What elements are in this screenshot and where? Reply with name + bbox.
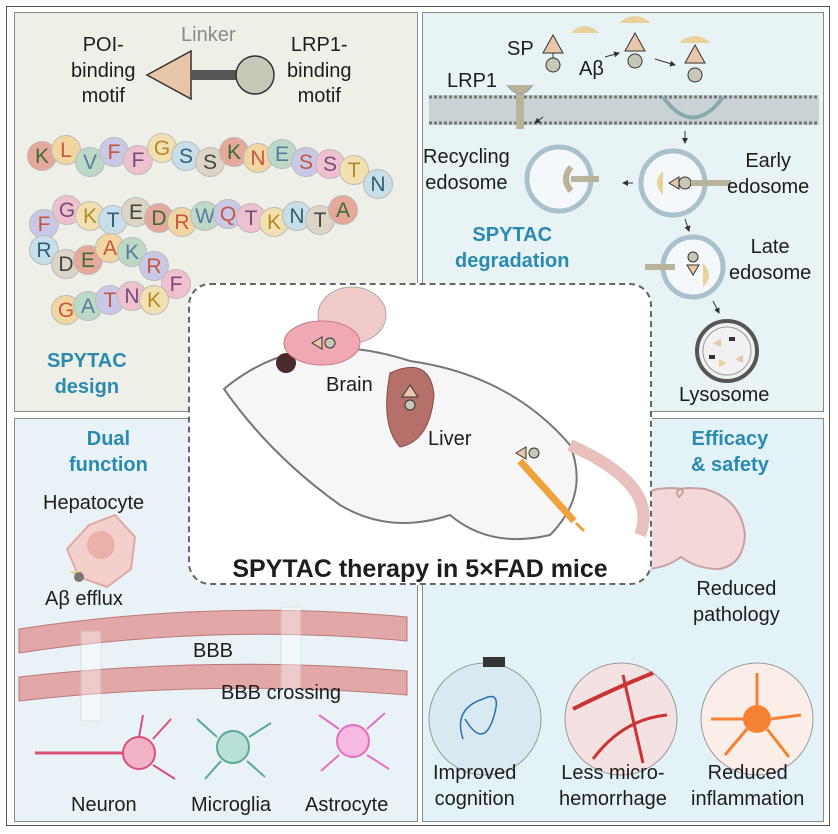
mouse-icon — [222, 286, 650, 541]
hepatocyte-cell — [65, 513, 137, 589]
liver-label: Liver — [428, 428, 472, 450]
syringe-icon — [515, 446, 586, 533]
bbb-diagram — [18, 513, 408, 780]
center-title: SPYTAC therapy in 5×FAD mice — [232, 555, 608, 583]
bbb-label: BBB — [193, 640, 234, 662]
liver-organ-icon — [386, 366, 435, 448]
inflammation-microglia-icon — [700, 662, 814, 776]
mouse-illustration — [222, 286, 650, 541]
neuron-cell — [35, 714, 176, 780]
abeta-label: Aβ — [579, 58, 604, 80]
astrocyte-label: Astrocyte — [305, 794, 389, 816]
spytac-degradation-title: SPYTAC degradation — [455, 224, 570, 272]
hepatocyte-label: Hepatocyte — [43, 492, 145, 514]
abeta-efflux-label: Aβ efflux — [45, 588, 123, 610]
improved-cognition-label: Improved cognition — [433, 762, 517, 810]
sp-label: SP — [507, 38, 534, 60]
microglia-cell — [196, 718, 272, 780]
lrp1-binding-motif-label: LRP1- binding motif — [287, 34, 352, 108]
cell-membrane — [429, 95, 819, 125]
sp-molecule — [542, 33, 564, 73]
amino-acid-bead: K — [27, 141, 57, 171]
spytac-molecule-icon — [145, 49, 275, 101]
dual-function-title: Dual function — [69, 428, 148, 476]
center-therapy-box: Brain Liver SPYTAC therapy in 5×FAD mice — [188, 283, 652, 585]
less-microhemorrhage-label: Less micro- hemorrhage — [559, 762, 667, 810]
linker-label: Linker — [181, 24, 236, 46]
late-endosome — [645, 234, 726, 300]
efficacy-safety-title: Efficacy & safety — [691, 428, 769, 476]
brain-organ-icon — [283, 320, 361, 366]
amino-acid-bead: E — [73, 245, 103, 275]
lrp1-label: LRP1 — [447, 70, 498, 92]
amino-acid-bead: K — [139, 285, 169, 315]
bbb-crossing-label: BBB crossing — [221, 682, 342, 704]
neuron-label: Neuron — [71, 794, 137, 816]
degradation-pathway-diagram — [429, 16, 819, 383]
poi-binding-motif-label: POI- binding motif — [71, 34, 136, 108]
amino-acid-bead: A — [328, 195, 358, 225]
lysosome-label: Lysosome — [679, 384, 770, 406]
amino-acid-bead: K — [219, 137, 249, 167]
recycling-endosome — [524, 144, 599, 214]
microhemorrhage-icon — [564, 662, 678, 776]
early-endosome — [638, 148, 731, 218]
late-endosome-label: Late edosome — [729, 236, 812, 284]
microglia-label: Microglia — [191, 794, 272, 816]
recycling-endosome-label: Recycling edosome — [423, 146, 510, 194]
lysosome — [695, 319, 759, 383]
reduced-inflammation-label: Reduced inflammation — [691, 762, 805, 810]
brain-label: Brain — [326, 374, 373, 396]
cognition-maze-icon — [428, 657, 542, 776]
astrocyte-cell — [318, 712, 390, 772]
amino-acid-bead: N — [363, 169, 393, 199]
spytac-design-title: SPYTAC design — [47, 350, 127, 398]
amino-acid-bead: F — [29, 209, 59, 239]
early-endosome-label: Early edosome — [727, 150, 810, 198]
reduced-pathology-label: Reduced pathology — [693, 578, 780, 626]
amino-acid-bead: T — [339, 155, 369, 185]
amino-acid-bead: V — [75, 147, 105, 177]
